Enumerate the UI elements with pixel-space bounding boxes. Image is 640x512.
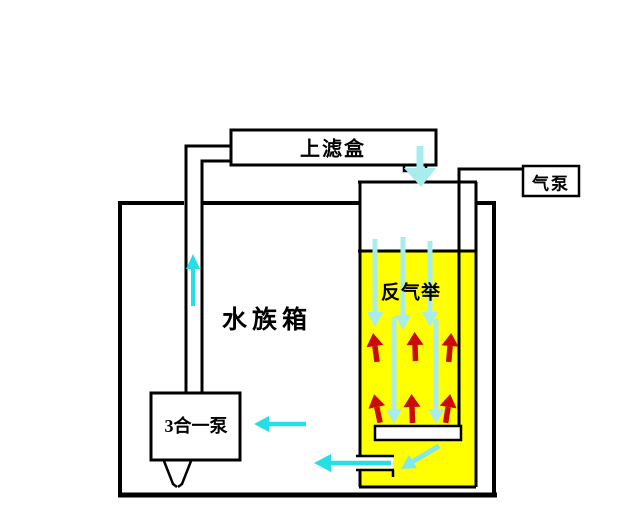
flow-arrow-column-down-1 [367,239,383,327]
label-aquarium: 水族箱 [221,307,313,334]
flow-arrow-column-down-long-2 [428,319,444,424]
pump-box [149,391,242,462]
riser-pipe [184,144,231,393]
bubble-arrow-1 [366,333,384,363]
bubble-arrow-6 [439,394,457,424]
flow-arrow-to-pump [254,416,306,432]
flow-arrow-outlet-left [314,454,391,472]
label-air-pump: 气泵 [532,174,570,194]
flow-arrow-filter-outflow [404,146,436,187]
flow-arrow-column-down-long-1 [386,317,402,424]
flow-arrow-column-down-3 [422,241,438,327]
bubble-arrow-3 [441,333,459,363]
diffuser-plate [373,424,463,442]
pump-funnel [162,460,193,488]
aquarium-outline [118,201,497,498]
label-top-filter-box: 上滤盒 [300,138,366,161]
bubble-arrow-2 [406,332,424,362]
flow-arrow-column-down-2 [395,237,411,330]
top-filter-box [229,128,438,167]
flow-arrow-column-exit-diagonal [401,443,441,469]
label-counter-airlift: 反气举 [380,282,442,304]
airlift-column-outline [358,180,478,489]
flow-arrow-pipe-up [186,254,200,306]
air-pump-box [521,164,581,198]
bubble-arrow-4 [368,394,386,424]
bubble-arrow-5 [403,394,421,424]
air-hose-line [457,167,523,426]
airlift-column-water [360,251,476,487]
label-three-in-one-pump: 3合一泵 [164,416,228,436]
